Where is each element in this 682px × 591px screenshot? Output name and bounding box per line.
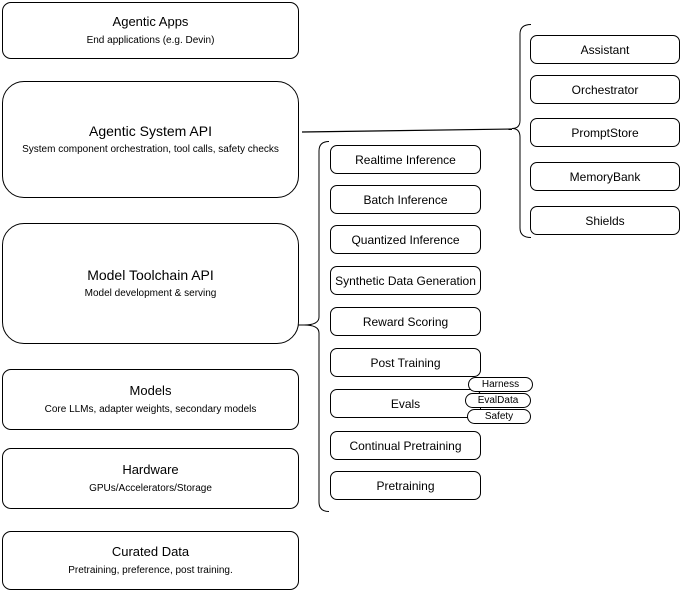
component-label: Assistant <box>580 42 630 57</box>
toolchain-item-reward-scoring: Reward Scoring <box>330 307 481 336</box>
box-agentic-system-api: Agentic System API System component orch… <box>2 81 299 198</box>
component-shields: Shields <box>530 206 680 235</box>
component-memorybank: MemoryBank <box>530 162 680 191</box>
toolchain-item-pretraining: Pretraining <box>330 471 481 500</box>
box-title: Curated Data <box>111 544 190 560</box>
tag-label: Safety <box>484 411 514 422</box>
tag-label: EvalData <box>477 395 519 406</box>
components-brace <box>511 24 532 238</box>
toolchain-brace <box>303 141 330 512</box>
toolchain-item-post-training: Post Training <box>330 348 481 377</box>
component-promptstore: PromptStore <box>530 118 680 147</box>
component-orchestrator: Orchestrator <box>530 75 680 104</box>
box-model-toolchain-api: Model Toolchain API Model development & … <box>2 223 299 344</box>
box-subtitle: System component orchestration, tool cal… <box>22 144 279 156</box>
component-assistant: Assistant <box>530 35 680 64</box>
box-subtitle: GPUs/Accelerators/Storage <box>89 482 212 494</box>
box-subtitle: Model development & serving <box>84 288 217 300</box>
toolchain-item-label: Quantized Inference <box>351 232 460 247</box>
box-subtitle: Pretraining, preference, post training. <box>68 564 233 576</box>
component-label: Shields <box>585 213 625 228</box>
toolchain-item-label: Continual Pretraining <box>349 438 462 453</box>
box-title: Hardware <box>122 462 179 478</box>
toolchain-item-label: Post Training <box>370 355 441 370</box>
box-title: Models <box>129 383 172 399</box>
component-label: Orchestrator <box>571 82 639 97</box>
toolchain-item-label: Pretraining <box>376 478 435 493</box>
toolchain-item-evals: Evals <box>330 389 481 418</box>
component-label: MemoryBank <box>569 169 641 184</box>
system-api-to-components-line <box>301 128 513 133</box>
toolchain-item-synthetic-data-generation: Synthetic Data Generation <box>330 266 481 295</box>
component-label: PromptStore <box>571 125 639 140</box>
toolchain-item-batch-inference: Batch Inference <box>330 185 481 214</box>
box-agentic-apps: Agentic Apps End applications (e.g. Devi… <box>2 2 299 59</box>
toolchain-item-continual-pretraining: Continual Pretraining <box>330 431 481 460</box>
tag-label: Harness <box>481 379 520 390</box>
box-subtitle: End applications (e.g. Devin) <box>86 34 215 46</box>
box-models: Models Core LLMs, adapter weights, secon… <box>2 369 299 430</box>
box-subtitle: Core LLMs, adapter weights, secondary mo… <box>44 403 257 415</box>
box-title: Model Toolchain API <box>87 266 214 283</box>
toolchain-item-realtime-inference: Realtime Inference <box>330 145 481 174</box>
box-hardware: Hardware GPUs/Accelerators/Storage <box>2 448 299 509</box>
toolchain-item-label: Batch Inference <box>363 192 448 207</box>
tag-safety: Safety <box>467 409 531 424</box>
box-title: Agentic Apps <box>112 14 189 30</box>
toolchain-item-label: Realtime Inference <box>355 152 456 167</box>
toolchain-item-label: Reward Scoring <box>362 314 449 329</box>
box-curated-data: Curated Data Pretraining, preference, po… <box>2 531 299 590</box>
box-title: Agentic System API <box>89 122 212 139</box>
toolchain-item-quantized-inference: Quantized Inference <box>330 225 481 254</box>
toolchain-item-label: Evals <box>390 396 421 411</box>
toolchain-item-label: Synthetic Data Generation <box>335 273 476 288</box>
tag-evaldata: EvalData <box>465 393 531 408</box>
tag-harness: Harness <box>468 377 533 392</box>
